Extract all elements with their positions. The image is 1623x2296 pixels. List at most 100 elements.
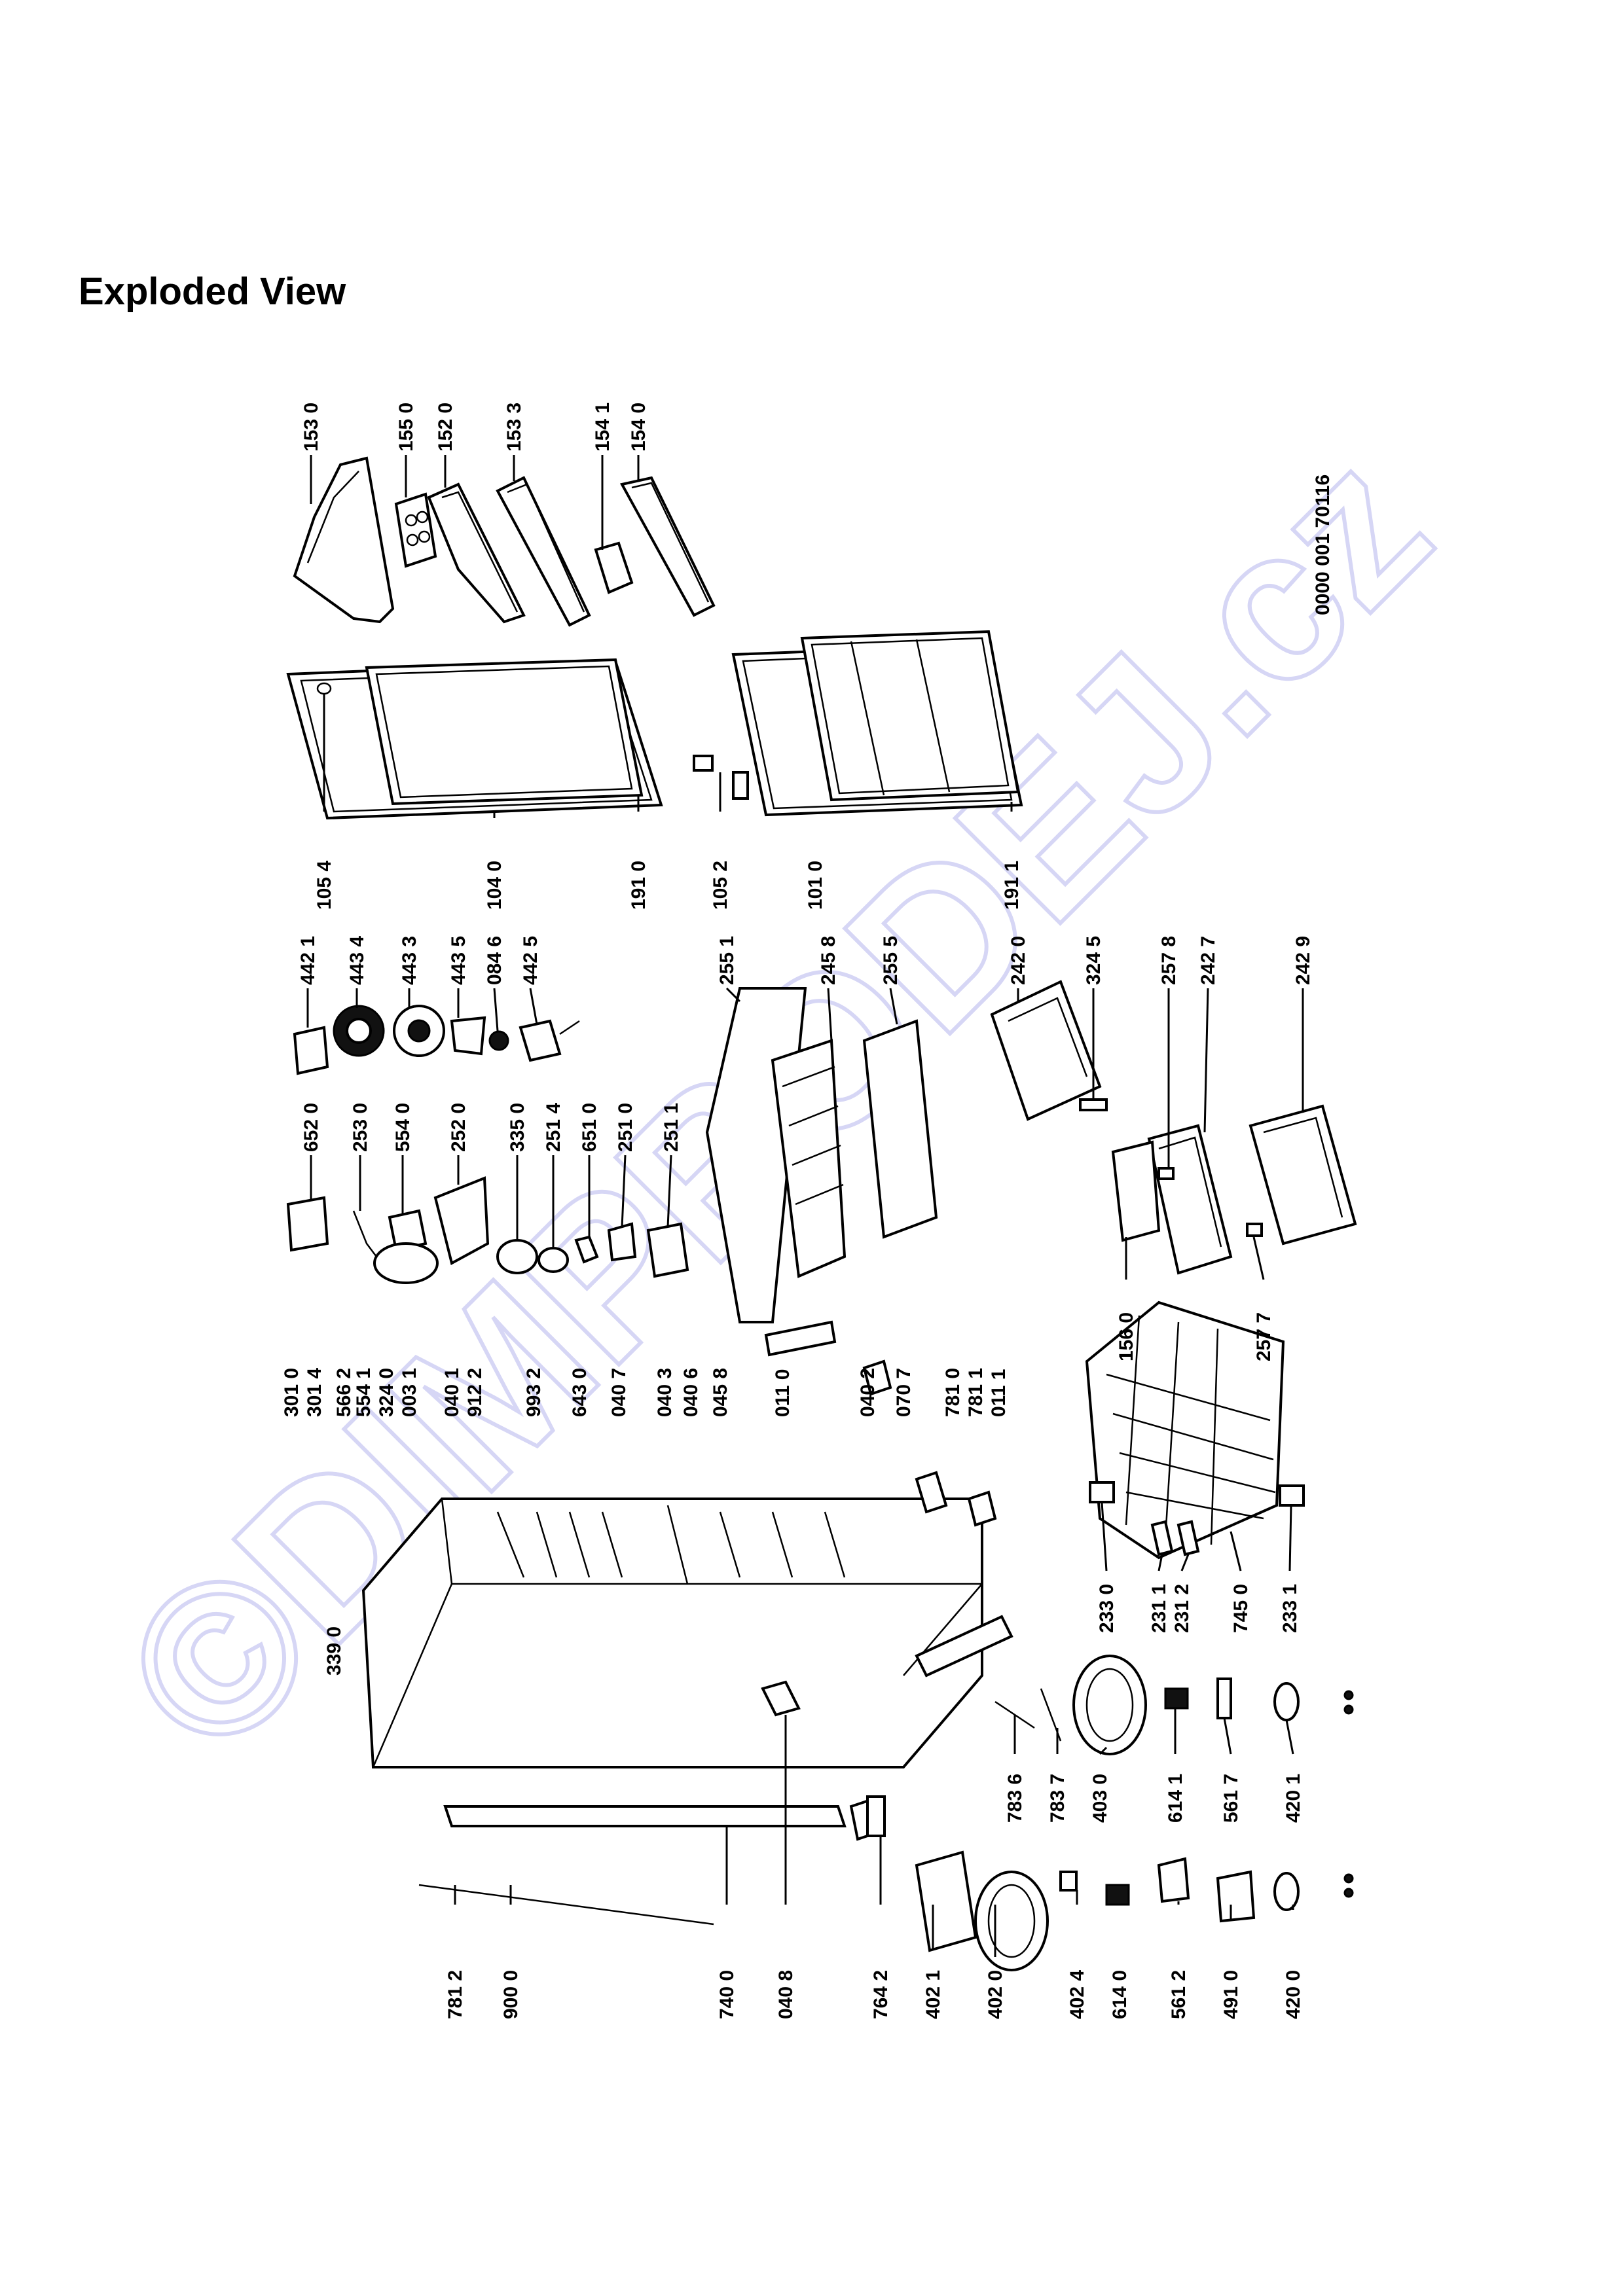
part-1533-shape xyxy=(496,476,591,627)
part-label-1550: 155 0 xyxy=(395,403,417,452)
part-label-2551: 255 1 xyxy=(716,936,738,985)
bottom-leader-lines xyxy=(454,1501,1294,1957)
part-label-0407: 040 7 xyxy=(608,1368,630,1417)
part-label-1040: 104 0 xyxy=(484,861,505,910)
part-label-2427: 242 7 xyxy=(1197,936,1219,985)
part-1550-shape xyxy=(394,492,437,568)
part-label-2311: 231 1 xyxy=(1148,1584,1170,1633)
part-label-4425: 442 5 xyxy=(520,936,541,985)
part-labels: 153 0 155 0 152 0 153 3 154 1 154 0 105 … xyxy=(281,403,1314,2019)
part-label-2520: 252 0 xyxy=(448,1103,469,1152)
part-label-4910: 491 0 xyxy=(1220,1970,1242,2019)
part-label-2330: 233 0 xyxy=(1096,1584,1118,1633)
part-label-5541: 554 1 xyxy=(353,1368,374,1417)
part-label-4421: 442 1 xyxy=(297,936,319,985)
part-label-0111: 011 1 xyxy=(988,1369,1010,1417)
part-label-0403: 040 3 xyxy=(654,1368,676,1417)
part-label-3010: 301 0 xyxy=(281,1368,302,1417)
part-label-1560: 156 0 xyxy=(1116,1312,1137,1361)
part-label-5540: 554 0 xyxy=(392,1103,414,1152)
part-label-2555: 255 5 xyxy=(880,936,902,985)
part-label-7812: 781 2 xyxy=(445,1970,466,2019)
part-label-0110: 011 0 xyxy=(772,1369,793,1417)
part-1530-shape xyxy=(293,456,395,624)
part-label-2312: 231 2 xyxy=(1171,1584,1193,1633)
part-label-3240: 324 0 xyxy=(376,1368,397,1417)
part-label-3245: 324 5 xyxy=(1083,936,1104,985)
part-label-1540: 154 0 xyxy=(628,403,649,452)
part-label-2511: 251 1 xyxy=(661,1103,682,1152)
cabinet-body-shape xyxy=(361,1498,983,1768)
part-label-5662: 566 2 xyxy=(333,1368,355,1417)
part-label-4433: 443 3 xyxy=(399,936,420,985)
part-label-4030: 403 0 xyxy=(1089,1774,1111,1823)
part-label-7642: 764 2 xyxy=(870,1970,892,2019)
part-label-0401: 040 1 xyxy=(441,1368,463,1417)
part-label-0707: 070 7 xyxy=(893,1368,915,1417)
part-label-2578: 257 8 xyxy=(1158,936,1180,985)
part-label-4021: 402 1 xyxy=(922,1970,944,2019)
part-1911-shape xyxy=(800,630,1020,802)
control-parts-group xyxy=(293,1005,580,1075)
part-label-1052: 105 2 xyxy=(710,861,731,910)
part-1540-shape xyxy=(619,476,716,617)
compressor-group xyxy=(866,1655,1354,1971)
part-label-5612: 561 2 xyxy=(1168,1970,1190,2019)
part-label-7811: 781 1 xyxy=(965,1368,987,1417)
page-title: Exploded View xyxy=(79,270,346,313)
part-label-1533: 153 3 xyxy=(503,403,525,452)
part-label-9932: 993 2 xyxy=(523,1368,545,1417)
part-label-1910: 191 0 xyxy=(628,861,649,910)
part-label-7810: 781 0 xyxy=(942,1368,964,1417)
doors-group xyxy=(286,630,1023,820)
part-label-0402: 040 2 xyxy=(857,1368,879,1417)
part-label-6141: 614 1 xyxy=(1165,1774,1186,1823)
part-label-7450: 745 0 xyxy=(1230,1584,1252,1633)
part-label-3350: 335 0 xyxy=(507,1103,528,1152)
part-label-2331: 233 1 xyxy=(1279,1584,1301,1633)
part-label-7836: 783 6 xyxy=(1004,1774,1026,1823)
part-label-0406: 040 6 xyxy=(680,1368,702,1417)
part-label-4024: 402 4 xyxy=(1067,1970,1088,2019)
cabinet-group xyxy=(361,1320,1013,1926)
part-label-2577: 257 7 xyxy=(1253,1312,1275,1361)
leader-lines xyxy=(306,455,1304,1280)
part-label-0408: 040 8 xyxy=(775,1970,797,2019)
door-bins-group xyxy=(293,456,716,627)
part-label-6430: 643 0 xyxy=(569,1368,591,1417)
part-label-4200: 420 0 xyxy=(1283,1970,1304,2019)
part-label-3390: 339 0 xyxy=(323,1626,345,1676)
part-label-0458: 045 8 xyxy=(710,1368,731,1417)
part-label-4201: 420 1 xyxy=(1283,1774,1304,1823)
interior-parts-group xyxy=(286,980,1357,1323)
part-label-4020: 402 0 xyxy=(985,1970,1006,2019)
part-label-7400: 740 0 xyxy=(716,1970,738,2019)
part-1910-shape xyxy=(365,658,644,806)
part-label-2420: 242 0 xyxy=(1008,936,1029,985)
part-2429-shape xyxy=(1249,1104,1357,1246)
part-label-2514: 251 4 xyxy=(543,1103,564,1152)
part-label-3014: 301 4 xyxy=(304,1368,325,1417)
part-label-2510: 251 0 xyxy=(615,1103,636,1152)
part-label-0846: 084 6 xyxy=(484,936,505,985)
part-label-2458: 245 8 xyxy=(818,936,839,985)
part-label-1530: 153 0 xyxy=(301,403,322,452)
wire-rack-group xyxy=(1085,1300,1305,1560)
part-label-6140: 614 0 xyxy=(1109,1970,1131,2019)
part-label-9122: 912 2 xyxy=(464,1368,486,1417)
part-label-6520: 652 0 xyxy=(301,1103,322,1152)
part-label-1010: 101 0 xyxy=(805,861,826,910)
part-2555-shape xyxy=(862,1019,938,1239)
part-label-1541: 154 1 xyxy=(592,403,613,452)
part-1520-shape xyxy=(427,482,526,624)
part-label-2530: 253 0 xyxy=(350,1103,371,1152)
part-label-1911: 191 1 xyxy=(1001,861,1023,910)
part-label-6510: 651 0 xyxy=(579,1103,600,1152)
part-label-0031: 003 1 xyxy=(399,1368,420,1417)
part-label-4435: 443 5 xyxy=(448,936,469,985)
part-label-2429: 242 9 xyxy=(1292,936,1314,985)
part-label-1054: 105 4 xyxy=(314,861,335,910)
part-label-5617: 561 7 xyxy=(1220,1774,1242,1823)
document-code: 0000 001 70116 xyxy=(1312,475,1334,615)
